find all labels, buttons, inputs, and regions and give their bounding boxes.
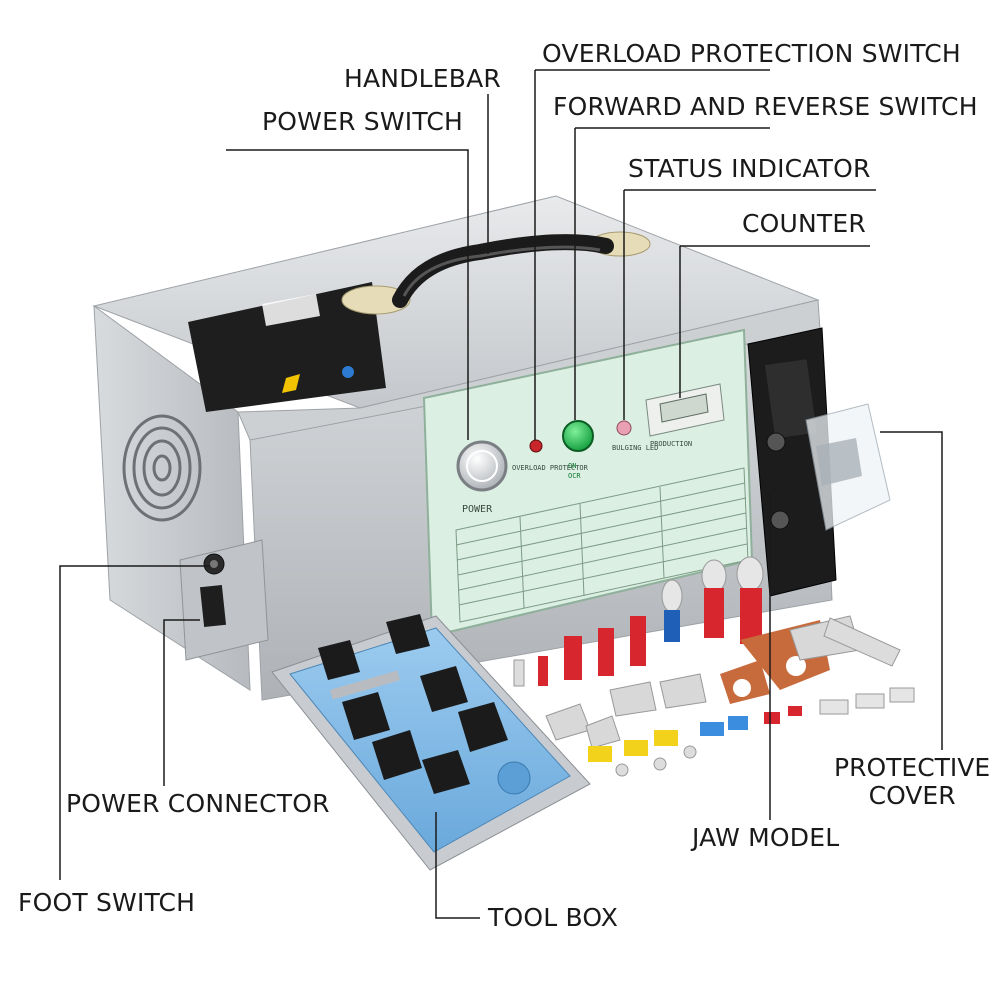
label-power-connector: POWER CONNECTOR [66,789,330,818]
leader-power-switch [226,149,469,440]
power-button [456,440,508,492]
label-overload-protection-switch: OVERLOAD PROTECTION SWITCH [542,39,961,68]
overload-button [529,439,543,453]
counter-text: PRODUCTION [650,440,692,448]
tray-jaws [318,614,508,794]
foot-switch-plug [199,584,227,628]
ocr-text: OCR [568,472,581,480]
handle [341,231,651,315]
label-jaw-model: JAW MODEL [692,823,840,852]
forward-reverse-button [562,420,594,452]
label-foot-switch: FOOT SWITCH [18,888,196,917]
leader-protective-cover [880,431,943,750]
leader-jaw-model [769,489,776,820]
overload-text: OVERLOAD PROTECTOR [512,464,589,472]
label-power-switch: POWER SWITCH [262,107,464,136]
label-handlebar: HANDLEBAR [344,64,502,93]
label-counter: COUNTER [742,209,866,238]
leader-tool-box [435,812,480,919]
leader-foot-switch [59,565,210,880]
warning-plate [188,282,386,412]
label-protective-cover: PROTECTIVE COVER [834,754,990,810]
on-text: ON [568,462,576,470]
fan-grille [122,414,202,522]
leader-power-connector [163,619,200,786]
label-protective-cover-line1: PROTECTIVE [834,753,991,782]
bulging-led-text: BULGING LED [612,444,658,452]
leader-lines [59,69,943,919]
terminals [513,556,915,777]
label-status-indicator: STATUS INDICATOR [628,154,871,183]
label-forward-reverse-switch: FORWARD AND REVERSE SWITCH [553,92,978,121]
label-tool-box: TOOL BOX [488,903,619,932]
status-led [616,420,632,436]
power-text: POWER [462,504,493,515]
label-protective-cover-line2: COVER [868,781,956,810]
